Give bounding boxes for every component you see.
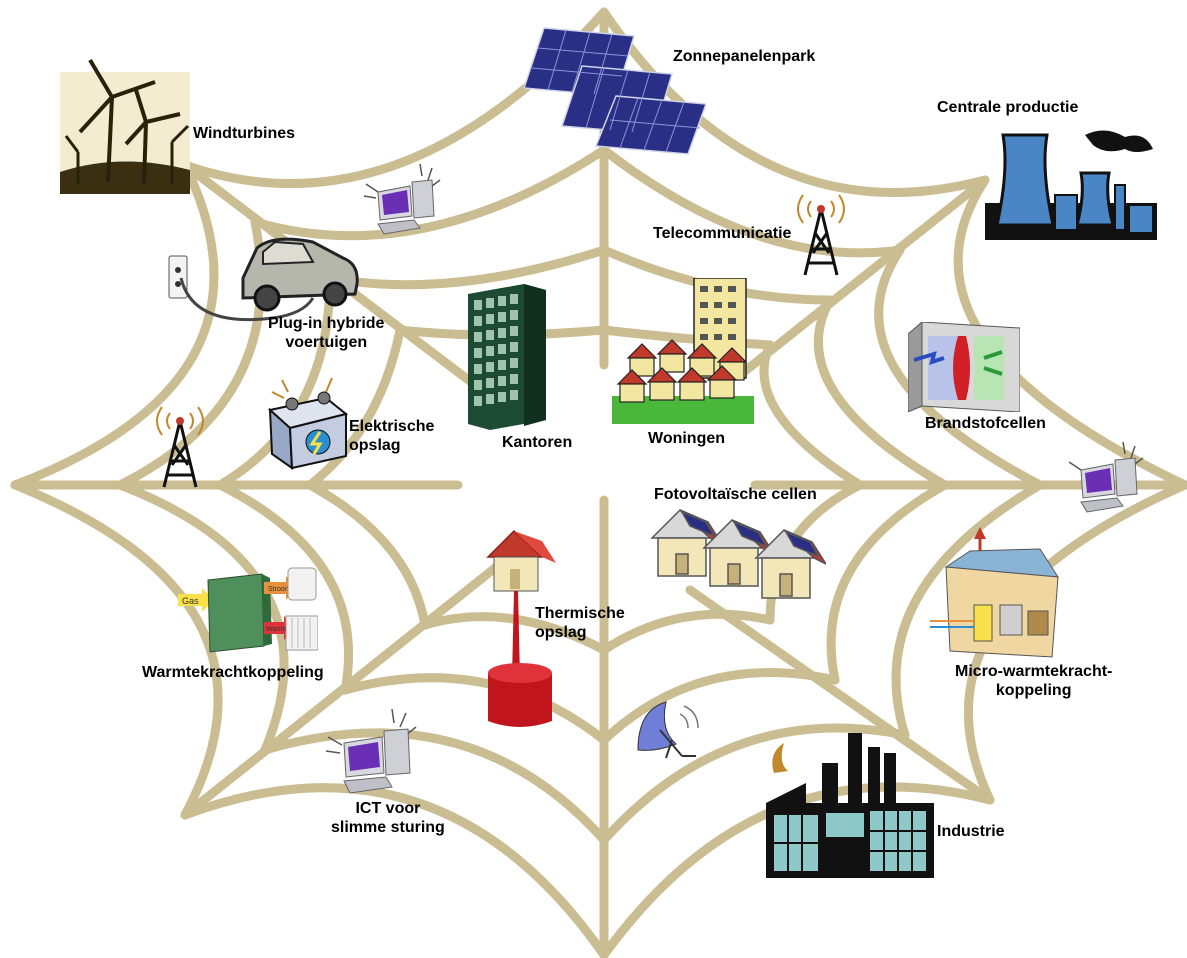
ict-computer-icon [325, 708, 417, 794]
homes-icon [612, 278, 754, 424]
label-industry: Industrie [937, 823, 1005, 840]
telecom-tower-left-icon [156, 406, 204, 488]
chp-power-label: Stroom [268, 586, 291, 593]
label-fuel-cells: Brandstofcellen [925, 415, 1046, 432]
computer-right-icon [1068, 441, 1144, 513]
label-pv-cells: Fotovoltaïsche cellen [654, 486, 817, 503]
label-micro-chp: Micro-warmtekracht- koppeling [955, 663, 1113, 699]
label-plug-in-hybrid: Plug-in hybride voertuigen [268, 315, 385, 351]
battery-storage-icon [267, 377, 349, 470]
factory-icon [766, 733, 934, 878]
plug-in-hybrid-car-icon [168, 237, 359, 322]
pv-houses-icon [650, 508, 826, 599]
wind-turbines-icon [60, 58, 190, 194]
label-homes: Woningen [648, 430, 726, 447]
label-ict: ICT voor slimme sturing [331, 800, 445, 836]
chp-heat-label: Warmte [266, 626, 290, 633]
label-telecom: Telecommunicatie [653, 225, 792, 242]
label-thermal-storage: Thermische opslag [535, 605, 625, 641]
micro-chp-house-icon [930, 527, 1059, 658]
telecom-tower-icon [797, 194, 845, 276]
chp-gas-label: Gas [182, 596, 199, 606]
computer-icon [363, 163, 441, 235]
label-offices: Kantoren [502, 434, 573, 451]
solar-panel-park-icon [524, 27, 706, 155]
label-solar-park: Zonnepanelenpark [673, 48, 816, 65]
power-plant-icon [985, 130, 1157, 240]
thermal-storage-icon [486, 529, 556, 727]
chp-unit-icon: Gas Stroom Warmte [178, 567, 318, 653]
label-central-production: Centrale productie [937, 99, 1079, 116]
label-wind-turbines: Windturbines [193, 125, 296, 142]
label-electric-storage: Elektrische opslag [349, 418, 435, 454]
fuel-cell-icon [908, 322, 1020, 412]
satellite-dish-icon [637, 701, 699, 759]
label-chp: Warmtekrachtkoppeling [142, 664, 324, 681]
office-building-icon [468, 284, 546, 430]
